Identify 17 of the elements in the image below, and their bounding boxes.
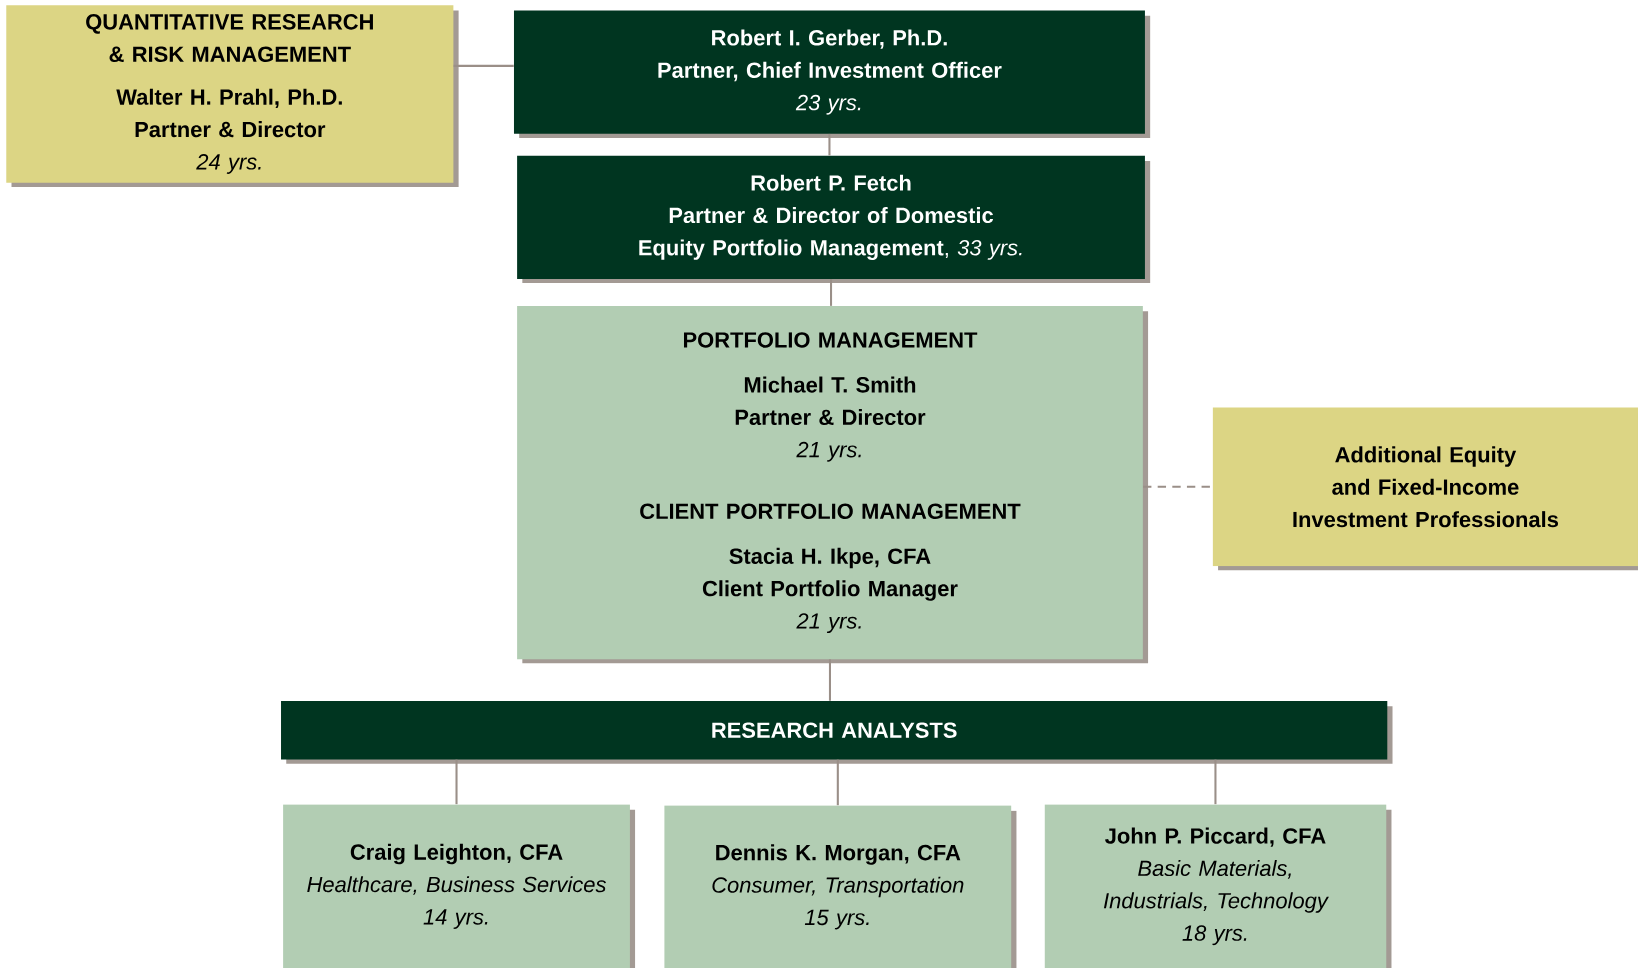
header-bar: RESEARCH ANALYSTS [281, 700, 1393, 764]
team-box: PORTFOLIO MANAGEMENT Michael T. Smith Partner & Director 21 yrs. CLIENT PORTFOLIO MANAGEMENT Stacia H. Ikpe, CFA Client Portfolio Manager 21 yrs. [517, 305, 1149, 664]
connector-line [836, 759, 839, 806]
connector-line [828, 133, 831, 156]
team-box: QUANTITATIVE RESEARCH & RISK MANAGEMENT Walter H. Prahl, Ph.D. Partner & Director 24 yrs. [6, 5, 459, 187]
person-box: Craig Leighton, CFA Healthcare, Business Services 14 yrs. [283, 804, 636, 968]
connector-line [1214, 759, 1217, 804]
person-box: John P. Piccard, CFA Basic Materials, Industrials, Technology 18 yrs. [1044, 804, 1392, 968]
person-box: Robert P. Fetch Partner & Director of Domestic Equity Portfolio Management, 33 yrs. [517, 155, 1151, 283]
person-box: Robert I. Gerber, Ph.D. Partner, Chief Investment Officer 23 yrs. [514, 10, 1151, 138]
connector-line [453, 64, 514, 67]
team-box: Additional Equity and Fixed-Income Investment Professionals [1212, 407, 1638, 571]
connector-line [455, 759, 458, 804]
connector-line [830, 278, 833, 306]
connector-line [1143, 485, 1213, 488]
person-box: Dennis K. Morgan, CFA Consumer, Transportation 15 yrs. [664, 805, 1017, 968]
connector-line [828, 659, 832, 701]
